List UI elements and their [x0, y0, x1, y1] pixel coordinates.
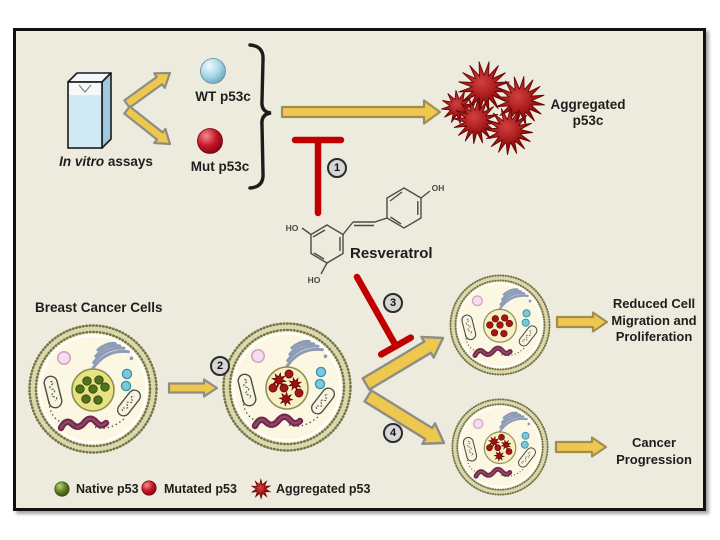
- arrow-diagonal-up: [361, 335, 445, 391]
- arrow-to-reduced: [555, 311, 609, 333]
- grouping-brace: [248, 43, 272, 190]
- resveratrol-structure: HO HO OH: [286, 183, 445, 285]
- legend-aggregated-label: Aggregated p53: [276, 482, 371, 496]
- arrow-to-progression: [554, 436, 608, 458]
- mut-p53c-label: Mut p53c: [190, 159, 250, 174]
- arrow-to-mut: [123, 105, 172, 146]
- step-3-badge: 3: [383, 293, 403, 313]
- ho-label-bottom: HO: [308, 275, 321, 285]
- step-1-badge: 1: [327, 158, 347, 178]
- legend-aggregated-star: [250, 478, 272, 500]
- reduced-migration-label: Reduced Cell Migration and Proliferation: [611, 296, 697, 344]
- wt-p53-sphere: [200, 58, 226, 84]
- aggregated-p53c-label: Aggregated p53c: [550, 97, 626, 128]
- legend-mutated-label: Mutated p53: [164, 482, 237, 496]
- cuvette: [67, 72, 112, 149]
- arrow-diagonal-down: [363, 389, 446, 445]
- ho-label-top: HO: [286, 223, 299, 233]
- cancer-progression-label: Cancer Progression: [616, 435, 692, 467]
- cell-treated: [449, 274, 550, 375]
- inhibitor-3-tbar: [353, 273, 415, 358]
- arrow-step2: [167, 378, 219, 398]
- inhibitor-1-tbar: [291, 136, 345, 217]
- cell-breast-cancer-1: [28, 324, 158, 454]
- legend-native-sphere: [54, 481, 70, 497]
- mut-p53-sphere: [197, 128, 223, 154]
- wt-p53c-label: WT p53c: [195, 89, 251, 104]
- legend-native-label: Native p53: [76, 482, 139, 496]
- cell-untreated: [451, 398, 549, 496]
- cell-breast-cancer-2: [222, 322, 352, 452]
- arrow-aggregation: [280, 99, 442, 125]
- in-vitro-assays-label: In vitro assays: [59, 154, 153, 169]
- breast-cancer-cells-label: Breast Cancer Cells: [35, 300, 163, 315]
- step-4-badge: 4: [383, 423, 403, 443]
- aggregate-cluster: [440, 61, 545, 156]
- legend-mutated-sphere: [141, 480, 157, 496]
- meniscus-mark: [78, 84, 92, 93]
- resveratrol-label: Resveratrol: [350, 245, 433, 262]
- oh-label-right: OH: [432, 183, 445, 193]
- step-2-badge: 2: [210, 356, 230, 376]
- arrow-to-wt: [123, 71, 172, 109]
